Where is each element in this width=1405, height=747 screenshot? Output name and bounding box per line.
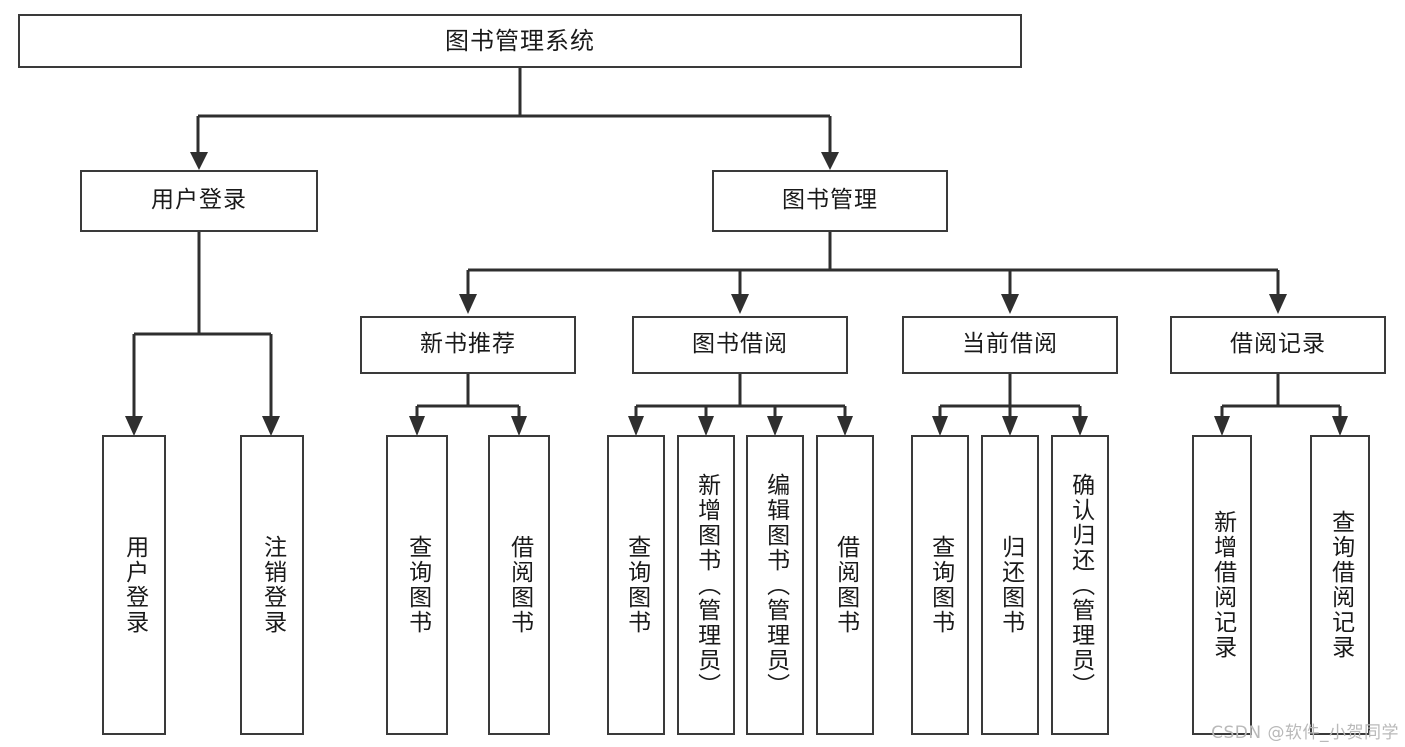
node-root-label: 图书管理系统 — [445, 26, 595, 55]
leaf-query-record[interactable]: 查询借阅记录 — [1310, 435, 1370, 735]
leaf-user-login[interactable]: 用户登录 — [102, 435, 166, 735]
node-root[interactable]: 图书管理系统 — [18, 14, 1022, 68]
leaf-query-book-2-label: 查询图书 — [623, 535, 650, 635]
leaf-borrow-book-1-label: 借阅图书 — [506, 535, 533, 635]
node-user-login[interactable]: 用户登录 — [80, 170, 318, 232]
watermark: CSDN @软件_小贺同学 — [1211, 723, 1399, 743]
leaf-user-login-label: 用户登录 — [121, 535, 148, 635]
leaf-add-book[interactable]: 新增图书（管理员） — [677, 435, 735, 735]
leaf-add-record[interactable]: 新增借阅记录 — [1192, 435, 1252, 735]
leaf-logout-label: 注销登录 — [259, 535, 286, 635]
leaf-return-book-label: 归还图书 — [997, 535, 1024, 635]
leaf-add-book-label: 新增图书（管理员） — [693, 472, 720, 698]
leaf-query-record-label: 查询借阅记录 — [1327, 510, 1354, 660]
leaf-add-record-label: 新增借阅记录 — [1209, 510, 1236, 660]
node-new-book-recommend[interactable]: 新书推荐 — [360, 316, 576, 374]
node-borrow-record[interactable]: 借阅记录 — [1170, 316, 1386, 374]
node-current-borrow-label: 当前借阅 — [962, 331, 1058, 358]
node-new-book-recommend-label: 新书推荐 — [420, 331, 516, 358]
leaf-edit-book[interactable]: 编辑图书（管理员） — [746, 435, 804, 735]
leaf-confirm-return[interactable]: 确认归还（管理员） — [1051, 435, 1109, 735]
leaf-borrow-book-2[interactable]: 借阅图书 — [816, 435, 874, 735]
node-book-borrow[interactable]: 图书借阅 — [632, 316, 848, 374]
leaf-query-book-3-label: 查询图书 — [927, 535, 954, 635]
leaf-borrow-book-2-label: 借阅图书 — [832, 535, 859, 635]
leaf-borrow-book-1[interactable]: 借阅图书 — [488, 435, 550, 735]
node-user-login-label: 用户登录 — [151, 187, 247, 214]
leaf-confirm-return-label: 确认归还（管理员） — [1067, 472, 1094, 698]
node-borrow-record-label: 借阅记录 — [1230, 331, 1326, 358]
leaf-query-book-3[interactable]: 查询图书 — [911, 435, 969, 735]
node-book-manage[interactable]: 图书管理 — [712, 170, 948, 232]
leaf-query-book-1[interactable]: 查询图书 — [386, 435, 448, 735]
leaf-query-book-2[interactable]: 查询图书 — [607, 435, 665, 735]
leaf-logout[interactable]: 注销登录 — [240, 435, 304, 735]
leaf-return-book[interactable]: 归还图书 — [981, 435, 1039, 735]
leaf-edit-book-label: 编辑图书（管理员） — [762, 472, 789, 698]
node-book-borrow-label: 图书借阅 — [692, 331, 788, 358]
leaf-query-book-1-label: 查询图书 — [404, 535, 431, 635]
node-book-manage-label: 图书管理 — [782, 187, 878, 214]
node-current-borrow[interactable]: 当前借阅 — [902, 316, 1118, 374]
